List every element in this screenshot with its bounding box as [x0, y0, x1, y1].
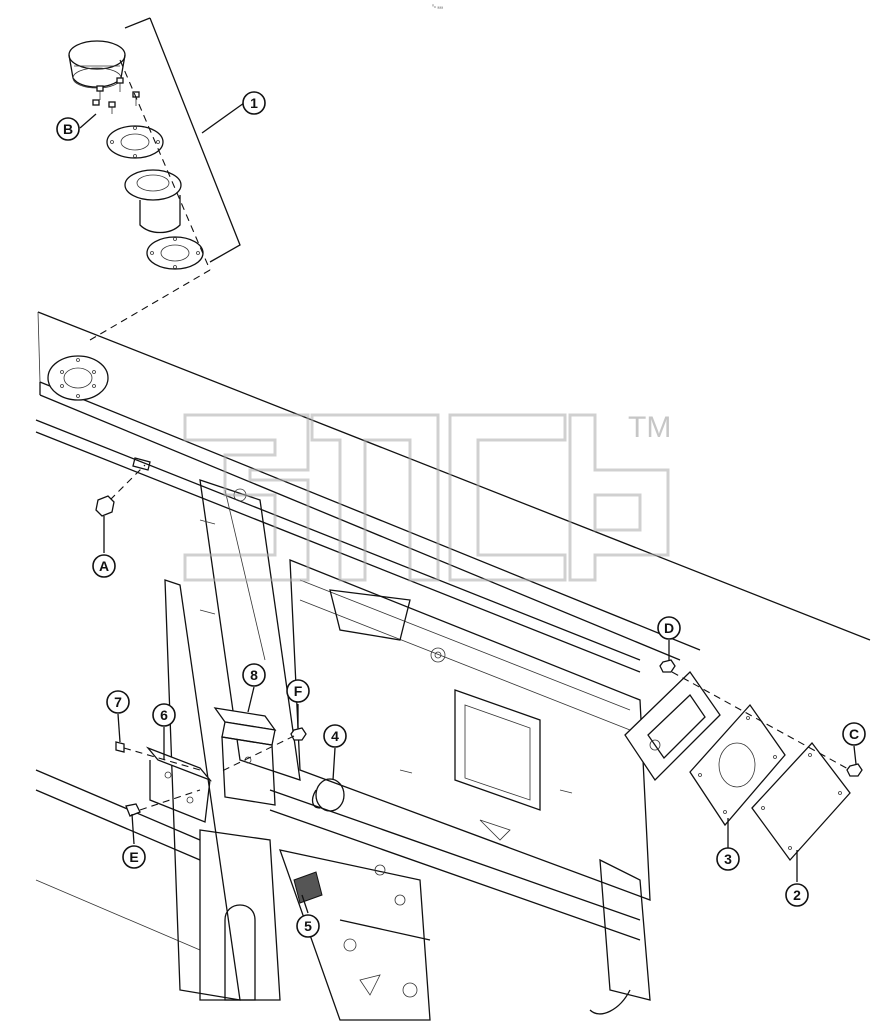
- filler-cap-assembly: [68, 17, 241, 341]
- bolt-a: [95, 464, 146, 517]
- svg-text:D: D: [664, 620, 674, 636]
- callout-f: F: [286, 679, 310, 703]
- callout-c: C: [842, 722, 866, 746]
- chassis-frame: [35, 311, 871, 1021]
- fastener-line-f: [219, 735, 295, 773]
- svg-text:1: 1: [250, 95, 258, 111]
- svg-text:3: 3: [724, 851, 732, 867]
- square-duct: [624, 671, 721, 782]
- callout-leaders: [79, 102, 857, 914]
- watermark-logo: TM: [183, 411, 671, 582]
- nut-f: [290, 727, 307, 741]
- pin-7: [115, 741, 125, 753]
- bolt-e: [125, 803, 141, 817]
- svg-text:E: E: [129, 849, 138, 865]
- trademark-mark: TM: [628, 411, 671, 444]
- drawing-reference-mark: ⁰ₙ ₐₐₐ: [432, 4, 443, 10]
- svg-text:4: 4: [331, 728, 339, 744]
- svg-text:F: F: [294, 683, 303, 699]
- bracket-6: [145, 746, 213, 823]
- callout-2: 2: [785, 883, 809, 907]
- hose-clamp-4: [311, 778, 345, 812]
- callout-e: E: [122, 845, 146, 869]
- nut-d: [659, 659, 676, 673]
- callout-a: A: [92, 554, 116, 578]
- svg-text:8: 8: [250, 667, 258, 683]
- cover-plate-3: [689, 703, 786, 827]
- bolt-c: [846, 763, 863, 777]
- callout-b: B: [56, 117, 80, 141]
- tank-mount-flange: [47, 355, 109, 401]
- svg-text:7: 7: [114, 694, 122, 710]
- cover-plate-2: [751, 741, 851, 862]
- svg-text:B: B: [63, 121, 73, 137]
- callout-3: 3: [716, 847, 740, 871]
- callout-8: 8: [242, 663, 266, 687]
- callout-4: 4: [323, 724, 347, 748]
- svg-text:C: C: [849, 726, 859, 742]
- fastener-line-d-c: [671, 671, 851, 771]
- svg-text:A: A: [99, 558, 109, 574]
- bracket-8: [213, 707, 277, 806]
- fastener-line-7: [123, 747, 201, 771]
- callout-5: 5: [296, 914, 320, 938]
- svg-text:5: 5: [304, 918, 312, 934]
- svg-text:6: 6: [160, 707, 168, 723]
- callout-d: D: [657, 616, 681, 640]
- fastener-line-e: [139, 789, 201, 811]
- callout-6: 6: [152, 703, 176, 727]
- bushing-5: [293, 871, 323, 904]
- callout-7: 7: [106, 690, 130, 714]
- svg-text:2: 2: [793, 887, 801, 903]
- callout-1: 1: [242, 91, 266, 115]
